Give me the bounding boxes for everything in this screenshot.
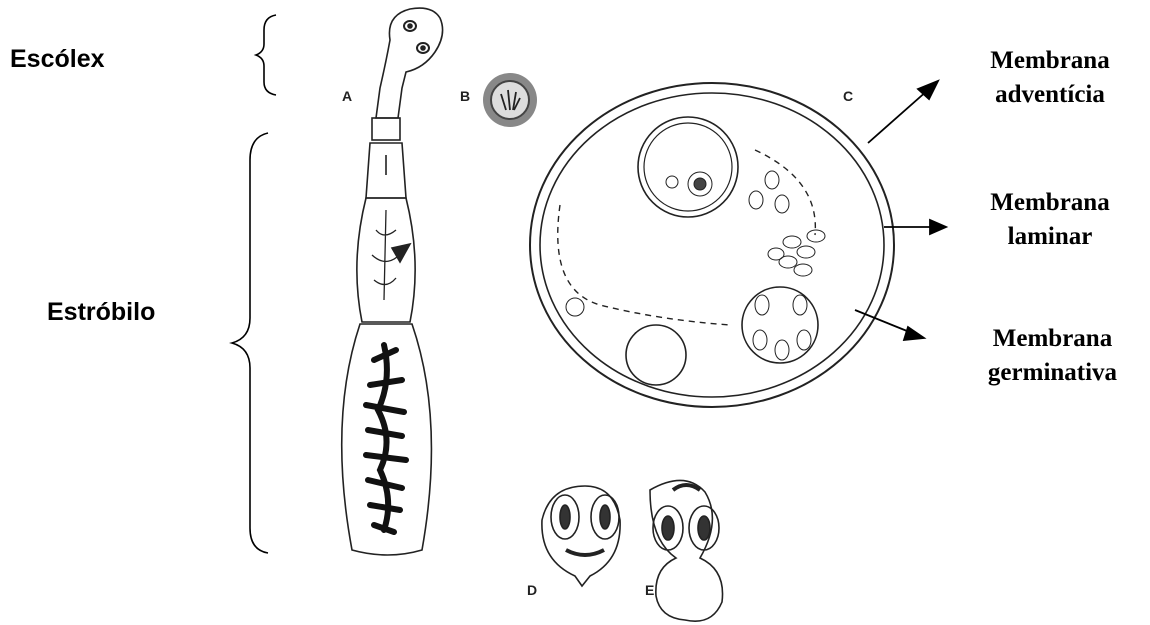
membrana-laminar-label: Membrana laminar bbox=[965, 186, 1135, 254]
protoscolex-invaginated-drawing bbox=[542, 486, 620, 586]
protoscolex-evaginated-drawing bbox=[650, 480, 723, 621]
membrana-germinativa-line1: Membrana bbox=[965, 322, 1140, 356]
figure-letter-b: B bbox=[460, 88, 470, 104]
membrana-germinativa-label: Membrana germinativa bbox=[965, 322, 1140, 390]
escolex-brace bbox=[256, 15, 276, 95]
membrana-germinativa-line2: germinativa bbox=[965, 356, 1140, 390]
membrane-pointer-arrows bbox=[855, 81, 946, 340]
membrana-laminar-line2: laminar bbox=[965, 220, 1135, 254]
adventicia-arrow bbox=[868, 90, 928, 143]
germinativa-arrow bbox=[855, 310, 912, 333]
egg-drawing bbox=[483, 73, 537, 127]
figure-letter-e: E bbox=[645, 582, 654, 598]
tapeworm-adult-drawing bbox=[342, 8, 443, 555]
hydatid-cyst-drawing bbox=[530, 83, 894, 407]
estrobilo-label: Estróbilo bbox=[47, 298, 155, 327]
membrana-adventicia-label: Membrana adventícia bbox=[965, 44, 1135, 112]
membrana-laminar-line1: Membrana bbox=[965, 186, 1135, 220]
gravid-uterus-drawing bbox=[366, 345, 406, 532]
membrana-adventicia-line1: Membrana bbox=[965, 44, 1135, 78]
figure-letter-c: C bbox=[843, 88, 853, 104]
estrobilo-brace bbox=[232, 133, 268, 553]
escolex-label: Escólex bbox=[10, 45, 105, 74]
membrana-adventicia-line2: adventícia bbox=[965, 78, 1135, 112]
figure-letter-d: D bbox=[527, 582, 537, 598]
figure-letter-a: A bbox=[342, 88, 352, 104]
